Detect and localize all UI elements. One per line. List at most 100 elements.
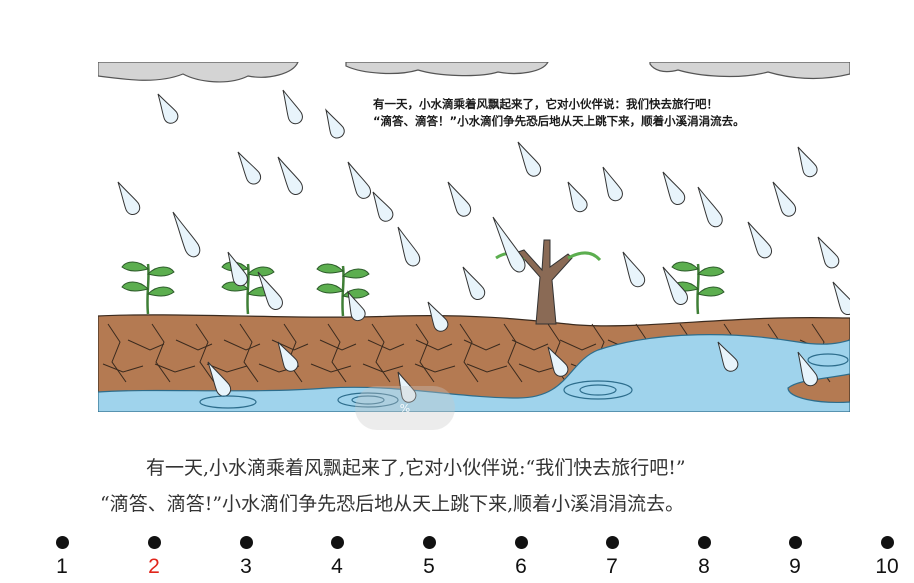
rain-scene-image — [98, 62, 850, 412]
raindrop — [347, 290, 366, 322]
cloud-right — [649, 62, 850, 80]
soil-crack — [283, 323, 303, 383]
raindrop — [717, 341, 739, 372]
raindrop — [662, 171, 686, 205]
ripples — [199, 353, 849, 409]
soil-crack — [102, 363, 144, 373]
story-illustration: 有一天，小水滴乘着风飘起来了，它对小伙伴说：我们快去旅行吧！ “滴答、滴答！”小… — [98, 62, 850, 412]
soil-crack — [175, 339, 213, 351]
soil-crack — [559, 339, 597, 351]
raindrop — [447, 181, 472, 217]
raindrop — [602, 166, 623, 202]
raindrop — [517, 141, 542, 177]
page-navigator: 1 2 3 4 5 6 7 8 9 10 — [0, 532, 914, 583]
story-line-1: 有一天,小水滴乘着风飘起来了,它对小伙伴说:“我们快去旅行吧!” — [146, 457, 686, 479]
page-number-label: 3 — [240, 555, 252, 578]
raindrop — [622, 251, 646, 288]
soil-crack — [511, 339, 549, 351]
page-dot-marker — [880, 536, 894, 549]
soil-crack — [154, 363, 196, 373]
stream-water — [98, 334, 850, 412]
raindrop — [492, 216, 526, 273]
plant — [121, 261, 175, 315]
soil-crack — [466, 363, 508, 373]
raindrop — [662, 266, 688, 305]
page-number-label: 4 — [331, 555, 343, 578]
raindrop — [427, 301, 449, 332]
soil-crack — [415, 323, 435, 383]
cloud-middle — [345, 62, 549, 77]
raindrop — [797, 351, 818, 387]
page-dot-6[interactable]: 6 — [496, 536, 546, 578]
raindrop — [277, 341, 299, 372]
raindrop — [325, 108, 345, 139]
page-dot-1[interactable]: 1 — [37, 536, 87, 578]
page-progress-overlay[interactable]: % — [355, 386, 455, 430]
soil-crack — [463, 339, 501, 351]
page-dot-marker — [514, 536, 528, 549]
soil-crack — [518, 363, 560, 373]
cloud-left — [98, 62, 299, 83]
soil-crack — [319, 339, 357, 351]
raindrop — [567, 181, 588, 213]
raindrop — [397, 226, 421, 267]
page-number-label: 9 — [789, 555, 801, 578]
raindrop — [547, 346, 569, 377]
raindrop — [227, 251, 248, 287]
illustration-caption-line2: “滴答、滴答！”小水滴们争先恐后地从天上跳下来，顺着小溪涓涓流去。 — [373, 114, 745, 128]
soil-crack — [310, 363, 352, 373]
page-dot-marker — [697, 536, 711, 549]
page-number-label: 6 — [515, 555, 527, 578]
raindrop — [462, 266, 486, 300]
raindrop — [157, 93, 179, 124]
illustration-caption: 有一天，小水滴乘着风飘起来了，它对小伙伴说：我们快去旅行吧！ “滴答、滴答！”小… — [373, 96, 843, 130]
page-number-label: 10 — [875, 555, 899, 578]
page-dot-marker — [55, 536, 69, 549]
soil-crack — [503, 323, 523, 383]
soil-crack — [414, 363, 456, 373]
page-dot-5[interactable]: 5 — [404, 536, 454, 578]
raindrop — [237, 151, 261, 185]
page-number-label: 7 — [606, 555, 618, 578]
page-number-label: 2 — [148, 555, 160, 578]
raindrop — [257, 271, 283, 310]
page-dot-9[interactable]: 9 — [770, 536, 820, 578]
page-dot-3[interactable]: 3 — [221, 536, 271, 578]
page-dot-7[interactable]: 7 — [587, 536, 637, 578]
raindrop — [372, 191, 394, 222]
soil-crack — [195, 323, 215, 383]
raindrop — [277, 156, 303, 195]
page-dot-marker — [147, 536, 161, 549]
soil-crack — [367, 339, 405, 351]
page-number-label: 8 — [698, 555, 710, 578]
soil-crack — [151, 323, 171, 383]
raindrop — [832, 281, 850, 315]
page-dot-marker — [239, 536, 253, 549]
overlay-percent-label: % — [399, 401, 411, 415]
raindrop — [797, 146, 818, 178]
story-text: 有一天,小水滴乘着风飘起来了,它对小伙伴说:“我们快去旅行吧!” “滴答、滴答!… — [100, 450, 860, 522]
raindrop — [207, 361, 232, 397]
page-dot-marker — [605, 536, 619, 549]
soil-crack — [415, 339, 453, 351]
page-dot-2[interactable]: 2 — [129, 536, 179, 578]
page-dot-10[interactable]: 10 — [862, 536, 912, 578]
raindrop — [282, 89, 303, 125]
raindrop — [747, 221, 772, 259]
raindrop — [347, 161, 371, 199]
raindrop — [697, 186, 723, 228]
soil-crack — [127, 339, 165, 351]
soil-crack — [223, 339, 261, 351]
page-dot-8[interactable]: 8 — [679, 536, 729, 578]
page-dot-4[interactable]: 4 — [312, 536, 362, 578]
page-number-label: 5 — [423, 555, 435, 578]
soil-crack — [239, 323, 259, 383]
raindrop — [817, 236, 840, 269]
page-dot-marker — [422, 536, 436, 549]
raindrop — [397, 371, 417, 403]
story-line-2: “滴答、滴答!”小水滴们争先恐后地从天上跳下来,顺着小溪涓涓流去。 — [100, 493, 685, 515]
page-number-label: 1 — [56, 555, 68, 578]
soil-crack — [327, 323, 347, 383]
soil-crack — [459, 323, 479, 383]
raindrop — [172, 211, 201, 258]
